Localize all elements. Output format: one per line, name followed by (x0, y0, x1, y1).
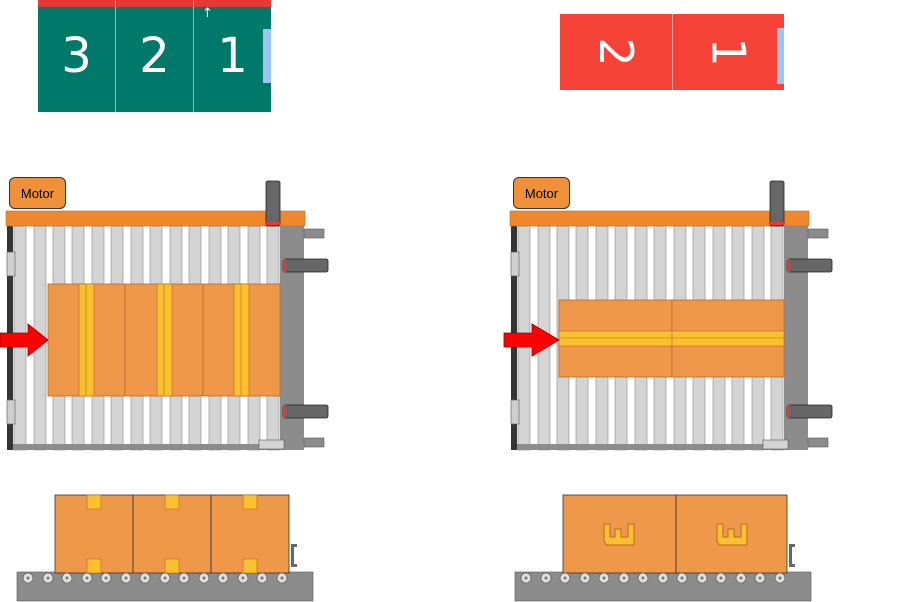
this-side-up-icon (716, 523, 748, 546)
label-top-bar (38, 0, 271, 7)
boxes (558, 299, 785, 378)
frame-tab (303, 437, 325, 448)
sensor-icon (282, 258, 329, 273)
motor-frame (5, 210, 306, 227)
this-side-up-icon (603, 523, 635, 546)
sensor-icon (786, 258, 833, 273)
input-arrow-icon (0, 323, 49, 357)
motor-label: Motor (9, 177, 66, 209)
motor-frame (509, 210, 810, 227)
label-divider (672, 14, 673, 90)
right-side-conveyor (514, 494, 812, 602)
end-plate (762, 439, 789, 450)
sensor-icon (769, 180, 785, 227)
end-plate (258, 439, 285, 450)
frame-tab (303, 228, 325, 239)
frame-tab (807, 437, 829, 448)
left-top-conveyor (0, 180, 329, 451)
left-guide (510, 399, 520, 425)
label-digit-3: 3 (61, 28, 92, 84)
label-divider (193, 0, 194, 112)
right-label-strip: 2 1 (560, 14, 784, 90)
up-arrow-icon: ↑ (202, 6, 213, 21)
left-side-conveyor (16, 494, 314, 602)
end-stop (291, 544, 297, 567)
label-digit-2: 2 (139, 28, 170, 84)
right-top-conveyor (503, 180, 833, 451)
side-marker (777, 28, 784, 84)
left-guide (510, 251, 520, 277)
label-divider (115, 0, 116, 112)
left-label-strip: 3 2 1 ↑ (38, 0, 271, 112)
label-digit-1: 1 (217, 28, 248, 84)
left-guide (6, 251, 16, 277)
motor-label: Motor (513, 177, 570, 209)
boxes (47, 283, 281, 397)
end-stop (789, 544, 795, 567)
input-arrow-icon (503, 323, 560, 357)
side-marker (263, 29, 271, 83)
sensor-icon (265, 180, 281, 227)
left-guide (6, 399, 16, 425)
frame-tab (807, 228, 829, 239)
sensor-icon (282, 404, 329, 419)
sensor-icon (786, 404, 833, 419)
